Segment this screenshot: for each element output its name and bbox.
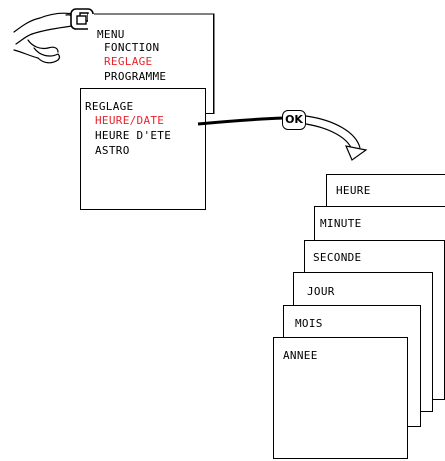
screen-annee-label: ANNEE	[283, 349, 318, 362]
ok-button-label: OK	[285, 113, 303, 126]
reglage-item-astro[interactable]: ASTRO	[95, 144, 130, 157]
menu-item-reglage[interactable]: REGLAGE	[104, 55, 153, 68]
reglage-item-heure-ete[interactable]: HEURE D'ETE	[95, 129, 172, 142]
screen-mois-label: MOIS	[295, 317, 323, 330]
screen-heure-label: HEURE	[336, 184, 371, 197]
reglage-title: REGLAGE	[85, 100, 134, 113]
reglage-screen	[80, 88, 206, 210]
menu-key-icon[interactable]	[70, 8, 94, 30]
menu-item-fonction[interactable]: FONCTION	[104, 41, 160, 54]
screen-annee	[273, 337, 408, 459]
screen-seconde-label: SECONDE	[313, 251, 362, 264]
menu-item-programme[interactable]: PROGRAMME	[104, 70, 167, 83]
screen-jour-label: JOUR	[307, 285, 335, 298]
screen-minute-label: MINUTE	[320, 217, 362, 230]
reglage-item-heure-date[interactable]: HEURE/DATE	[95, 114, 165, 127]
ok-button[interactable]: OK	[282, 110, 306, 130]
menu-title: MENU	[97, 28, 125, 41]
